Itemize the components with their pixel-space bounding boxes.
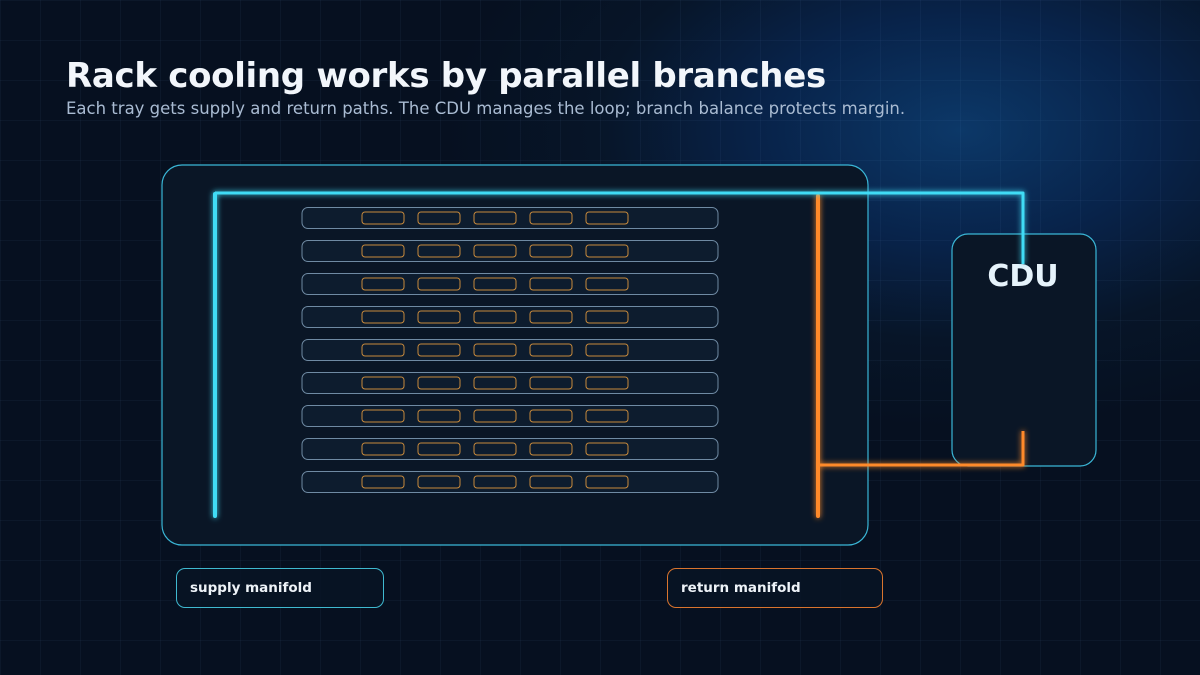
cold-plate [473,376,517,390]
cold-plate [529,343,573,357]
tray-row [222,405,810,427]
cold-plate [585,343,629,357]
cold-plate [473,310,517,324]
cdu-label: CDU [987,259,1058,294]
cold-plate [361,376,405,390]
tray [301,438,719,460]
cold-plate [361,211,405,225]
cold-plate [585,475,629,489]
cold-plate [585,277,629,291]
tray [301,339,719,361]
cold-plate [473,244,517,258]
cold-plate [585,310,629,324]
supply-line-from-cdu [215,191,1025,264]
tray [301,405,719,427]
page-subtitle: Each tray gets supply and return paths. … [66,99,906,118]
cold-plate [585,442,629,456]
cold-plate [529,310,573,324]
cold-plate [417,343,461,357]
cold-plate [417,475,461,489]
cold-plate [361,244,405,258]
return-path [816,194,1025,518]
return-line-to-cdu [818,431,1025,467]
tray-stack [222,207,810,493]
cold-plate [417,409,461,423]
cold-plate [417,376,461,390]
cold-plate [529,475,573,489]
tray-row [222,372,810,394]
cold-plate [417,277,461,291]
cold-plate [585,211,629,225]
supply-manifold-label: supply manifold [176,568,384,608]
cold-plate [473,409,517,423]
cold-plate [361,310,405,324]
cold-plate [585,409,629,423]
tray [301,306,719,328]
tray [301,240,719,262]
cold-plate [529,244,573,258]
cold-plate [529,409,573,423]
cold-plate [417,211,461,225]
tray-row [222,207,810,229]
tray-row [222,306,810,328]
cold-plate [529,442,573,456]
supply-path [213,191,1025,518]
cold-plate [473,343,517,357]
tray-row [222,240,810,262]
tray [301,372,719,394]
cold-plate [361,277,405,291]
tray-row [222,438,810,460]
tray [301,207,719,229]
cold-plate [473,211,517,225]
cold-plate [585,244,629,258]
cold-plate [361,442,405,456]
tray-row [222,471,810,493]
cold-plate [529,211,573,225]
cold-plate [473,277,517,291]
return-manifold-label: return manifold [667,568,883,608]
cold-plate [473,475,517,489]
cold-plate [529,277,573,291]
tray-row [222,339,810,361]
cold-plate [361,475,405,489]
tray [301,471,719,493]
tray [301,273,719,295]
cold-plate [417,244,461,258]
cold-plate [417,442,461,456]
cold-plate [585,376,629,390]
tray-row [222,273,810,295]
cold-plate [361,409,405,423]
cold-plate [417,310,461,324]
cold-plate [361,343,405,357]
cold-plate [529,376,573,390]
cold-plate [473,442,517,456]
page-title: Rack cooling works by parallel branches [66,56,826,96]
